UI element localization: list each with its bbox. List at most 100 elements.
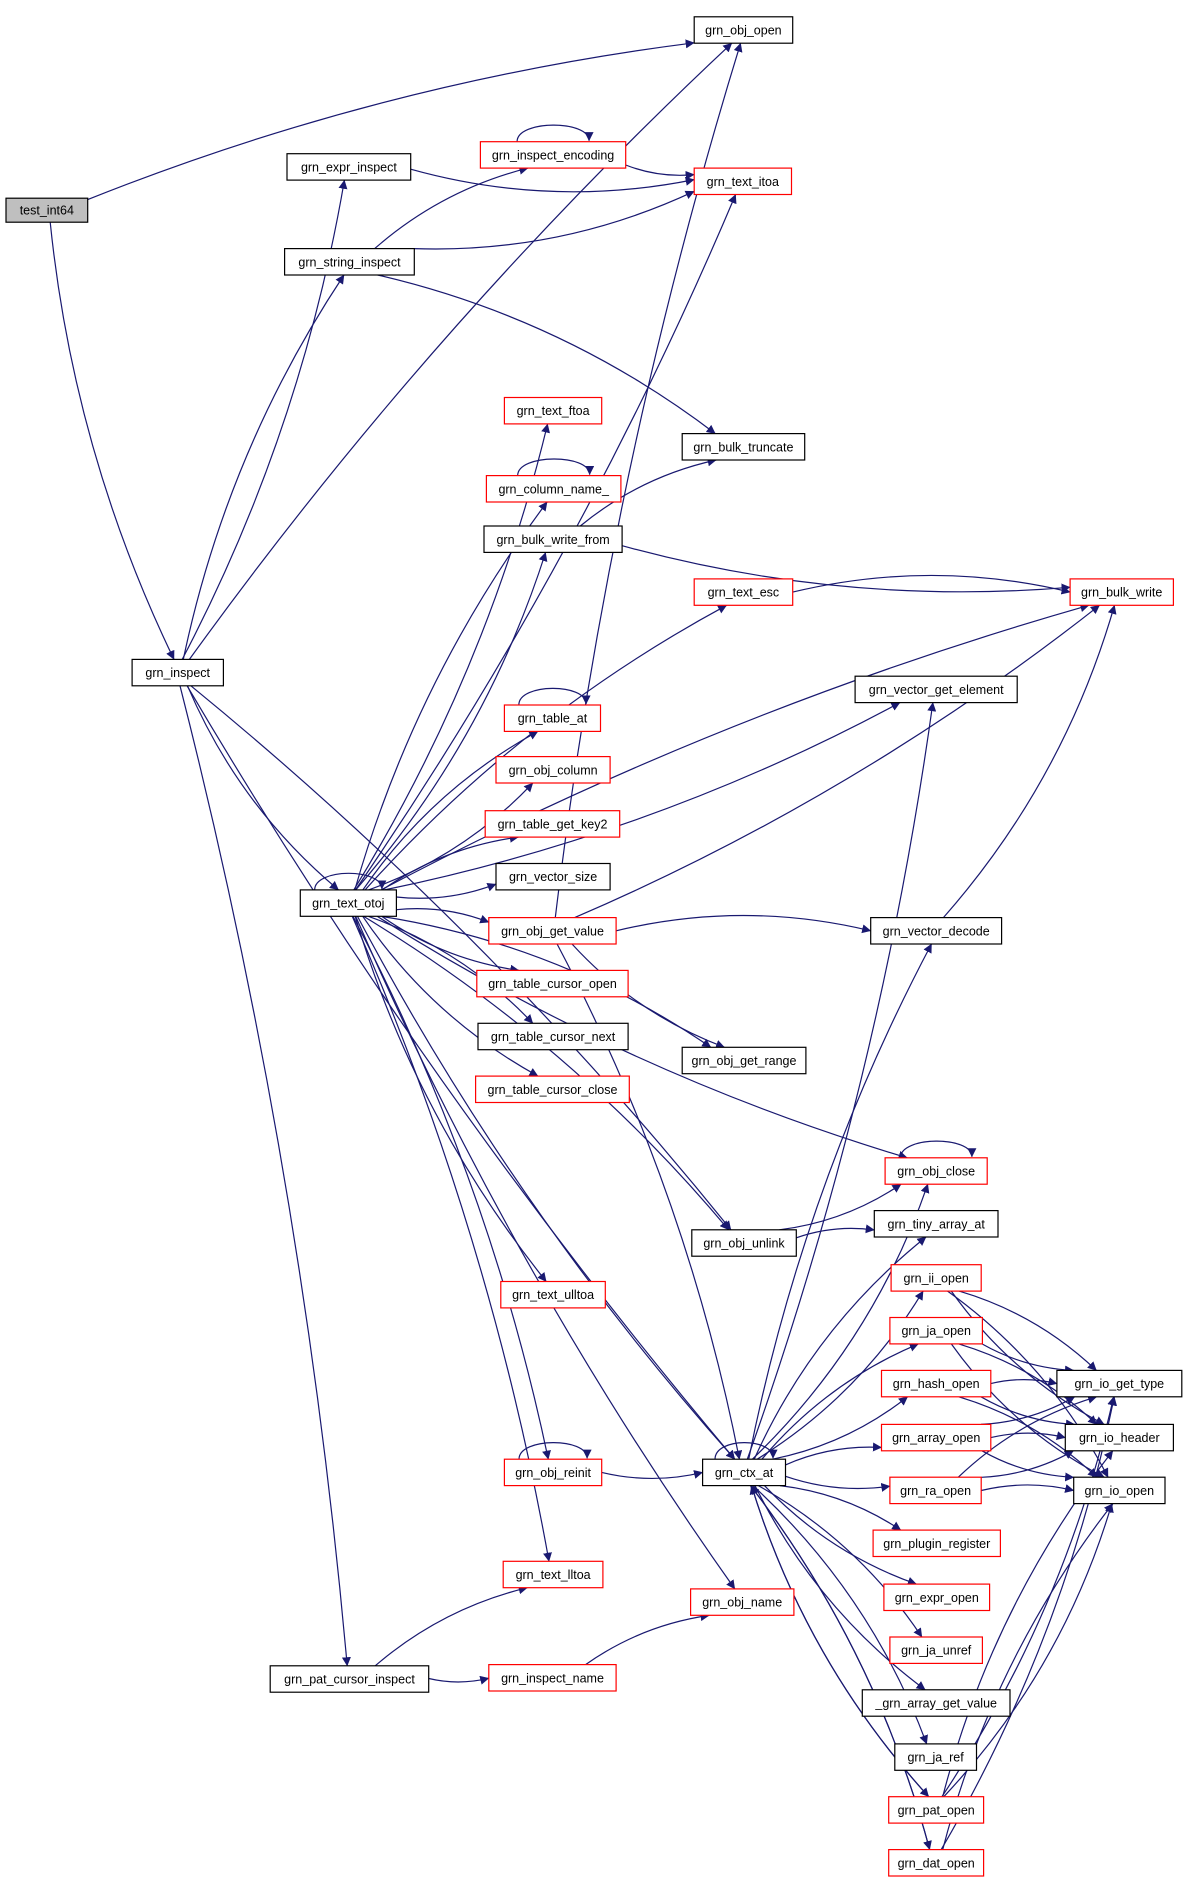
node-box [693, 167, 793, 196]
node-test-int64[interactable]: test_int64 [5, 197, 89, 223]
node-box [691, 1229, 797, 1257]
node-grn-text-lltoa[interactable]: grn_text_lltoa [502, 1560, 604, 1589]
edge-grn_inspect-to-grn_string_inspect [182, 274, 345, 660]
node-grn-io-get-type[interactable]: grn_io_get_type [1056, 1369, 1183, 1398]
edge-grn_ctx_at-to-grn_hash_open [772, 1396, 908, 1460]
node-box [483, 525, 623, 553]
node-grn-dat-open[interactable]: grn_dat_open [888, 1848, 985, 1877]
edge-grn_obj_unlink-to-grn_obj_close [779, 1183, 902, 1231]
node-label: grn_bulk_truncate [693, 440, 793, 454]
node-box [884, 1157, 988, 1185]
node-grn-bulk-write-from[interactable]: grn_bulk_write_from [483, 525, 623, 553]
node-grn-table-at[interactable]: grn_table_at [503, 704, 602, 732]
node-grn-obj-column[interactable]: grn_obj_column [495, 755, 611, 784]
node-grn-obj-close[interactable]: grn_obj_close [884, 1157, 988, 1185]
node-grn-table-cursor-close[interactable]: grn_table_cursor_close [475, 1075, 630, 1104]
node-grn-column-name-[interactable]: grn_column_name_ [485, 475, 622, 503]
node-grn-ra-open[interactable]: grn_ra_open [889, 1476, 982, 1505]
node-grn-plugin-register[interactable]: grn_plugin_register [872, 1529, 1001, 1558]
edge-grn_text_otoj-to-grn_vector_get_element [384, 702, 901, 891]
node-grn-pat-cursor-inspect[interactable]: grn_pat_cursor_inspect [269, 1665, 430, 1693]
node-box [888, 1796, 985, 1824]
node-grn-ii-open[interactable]: grn_ii_open [890, 1264, 982, 1292]
node--grn-array-get-value[interactable]: _grn_array_get_value [861, 1689, 1011, 1717]
node-label: grn_array_open [892, 1431, 980, 1445]
node-box [854, 675, 1018, 704]
node-label: grn_ii_open [904, 1271, 969, 1285]
edge-grn_ra_open-to-grn_io_open [981, 1484, 1075, 1493]
node-grn-ja-ref[interactable]: grn_ja_ref [894, 1743, 978, 1771]
edge-grn_ctx_at-to-grn_tiny_array_at [753, 1236, 927, 1460]
node-grn-text-otoj[interactable]: grn_text_otoj [299, 889, 397, 917]
node-grn-ja-unref[interactable]: grn_ja_unref [889, 1636, 984, 1664]
node-grn-obj-name[interactable]: grn_obj_name [689, 1588, 795, 1616]
node-box [880, 1369, 992, 1398]
node-grn-vector-decode[interactable]: grn_vector_decode [870, 916, 1003, 945]
node-label: grn_inspect_name [501, 1671, 604, 1685]
edge-grn_expr_inspect-to-grn_text_itoa [410, 168, 695, 193]
node-grn-obj-get-range[interactable]: grn_obj_get_range [681, 1046, 807, 1075]
node-label: grn_dat_open [898, 1856, 975, 1870]
node-box [476, 969, 629, 998]
node-grn-table-cursor-next[interactable]: grn_table_cursor_next [477, 1022, 629, 1051]
node-grn-io-open[interactable]: grn_io_open [1073, 1476, 1166, 1505]
node-grn-obj-open[interactable]: grn_obj_open [693, 16, 794, 44]
node-label: grn_hash_open [893, 1377, 980, 1391]
node-label: grn_table_cursor_open [488, 977, 617, 991]
edge-grn_ctx_at-to-grn_expr_open [763, 1485, 917, 1586]
node-box [503, 396, 603, 425]
edge-grn_text_otoj-to-grn_bulk_write [380, 603, 1090, 891]
edge-grn_text_otoj-to-grn_obj_close [376, 915, 908, 1160]
edge-grn_pat_cursor_inspect-to-grn_inspect_name [428, 1675, 490, 1685]
edge-grn_ctx_at-to-grn_vector_decode [748, 943, 933, 1460]
node-grn-string-inspect[interactable]: grn_string_inspect [284, 248, 415, 276]
edge-grn_string_inspect-to-grn_bulk_truncate [377, 274, 716, 435]
node-box [484, 810, 621, 838]
node-grn-array-open[interactable]: grn_array_open [880, 1423, 992, 1452]
edge-grn_inspect_encoding-to-grn_inspect_encoding [516, 124, 594, 142]
node-grn-bulk-write[interactable]: grn_bulk_write [1069, 578, 1174, 606]
node-box [1056, 1369, 1183, 1398]
edge-grn_bulk_write_from-to-grn_bulk_write [621, 545, 1071, 593]
node-label: grn_obj_get_range [692, 1054, 797, 1068]
node-grn-inspect-encoding[interactable]: grn_inspect_encoding [479, 141, 627, 169]
node-grn-pat-open[interactable]: grn_pat_open [888, 1796, 985, 1824]
node-grn-ja-open[interactable]: grn_ja_open [889, 1316, 984, 1345]
node-grn-bulk-truncate[interactable]: grn_bulk_truncate [681, 433, 806, 461]
node-label: grn_inspect [145, 666, 210, 680]
edge-grn_array_open-to-grn_io_open [981, 1450, 1075, 1482]
node-grn-text-itoa[interactable]: grn_text_itoa [693, 167, 793, 196]
edge-grn_inspect_encoding-to-grn_text_itoa [625, 164, 695, 180]
node-grn-expr-inspect[interactable]: grn_expr_inspect [286, 153, 412, 181]
node-grn-text-esc[interactable]: grn_text_esc [693, 578, 794, 606]
node-grn-text-ulltoa[interactable]: grn_text_ulltoa [500, 1280, 606, 1309]
node-grn-ctx-at[interactable]: grn_ctx_at [701, 1458, 787, 1487]
edge-grn_ctx_at-to-grn_ctx_at [714, 1442, 778, 1460]
edge-grn_obj_get_value-to-grn_bulk_write [574, 604, 1100, 919]
node-grn-vector-get-element[interactable]: grn_vector_get_element [854, 675, 1018, 704]
edge-grn_text_otoj-to-grn_text_ulltoa [354, 916, 547, 1282]
node-grn-obj-get-value[interactable]: grn_obj_get_value [488, 916, 617, 945]
node-grn-obj-unlink[interactable]: grn_obj_unlink [691, 1229, 797, 1257]
edge-grn_text_otoj-to-grn_vector_size [396, 882, 497, 899]
node-grn-expr-open[interactable]: grn_expr_open [883, 1583, 991, 1612]
node-grn-hash-open[interactable]: grn_hash_open [880, 1369, 992, 1398]
node-grn-tiny-array-at[interactable]: grn_tiny_array_at [873, 1209, 999, 1238]
edge-grn_ctx_at-to-grn_ja_unref [758, 1485, 923, 1638]
node-box [503, 704, 602, 732]
node-grn-table-get-key2[interactable]: grn_table_get_key2 [484, 810, 621, 838]
edge-grn_text_otoj-to-grn_obj_column [368, 782, 534, 891]
node-grn-vector-size[interactable]: grn_vector_size [495, 862, 611, 891]
node-label: grn_io_get_type [1074, 1377, 1164, 1391]
edge-grn_ctx_at-to-grn_vector_get_element [746, 702, 937, 1460]
edge-test_int64-to-grn_obj_open [87, 39, 695, 201]
edge-grn_text_esc-to-grn_bulk_write [792, 574, 1071, 595]
node-grn-obj-reinit[interactable]: grn_obj_reinit [503, 1458, 603, 1487]
node-grn-inspect[interactable]: grn_inspect [131, 658, 225, 687]
edge-grn_obj_get_value-to-grn_obj_open [554, 42, 743, 918]
node-grn-inspect-name[interactable]: grn_inspect_name [488, 1663, 617, 1692]
node-grn-text-ftoa[interactable]: grn_text_ftoa [503, 396, 603, 425]
node-box [889, 1316, 984, 1345]
node-grn-table-cursor-open[interactable]: grn_table_cursor_open [476, 969, 629, 998]
node-grn-io-header[interactable]: grn_io_header [1064, 1423, 1175, 1452]
